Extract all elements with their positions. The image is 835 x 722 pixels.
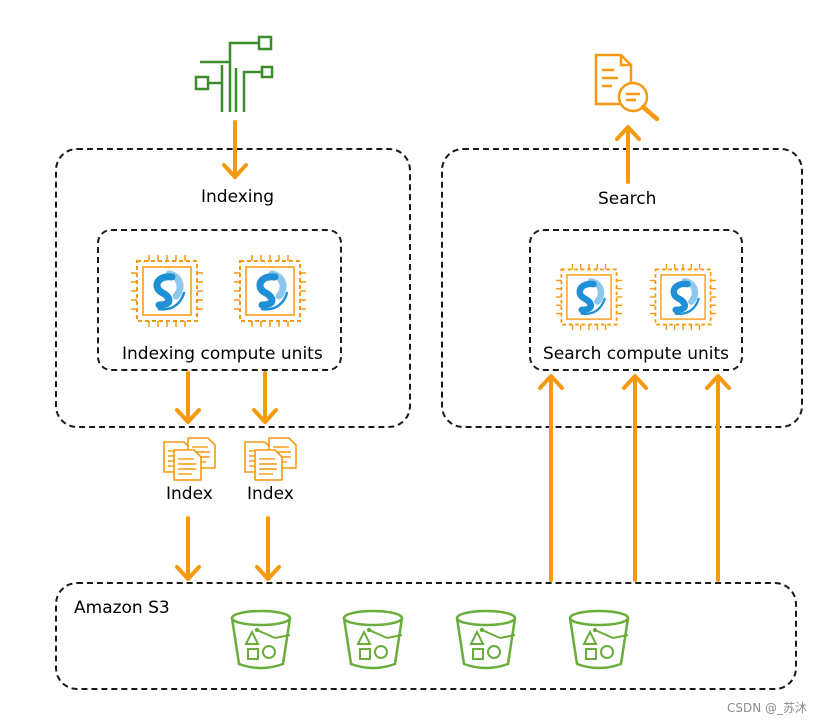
index-label-1: Index <box>166 484 213 504</box>
watermark: CSDN @_苏沐 <box>727 701 808 715</box>
search-compute-unit-2-icon <box>650 264 716 330</box>
s3-bucket-3-icon <box>455 609 517 670</box>
search-container <box>441 148 803 428</box>
search-result-icon <box>594 53 660 122</box>
index-label-2: Index <box>247 484 294 504</box>
amazon-s3-container <box>55 582 797 690</box>
index-to-s3-arrow-2 <box>255 516 281 581</box>
search-to-result-arrow <box>615 125 641 184</box>
index-docs-2-icon <box>244 437 297 481</box>
s3-bucket-1-icon <box>230 609 292 670</box>
amazon-s3-label: Amazon S3 <box>74 598 170 618</box>
indexing-title: Indexing <box>201 187 275 207</box>
search-compute-units-label: Search compute units <box>543 344 730 364</box>
search-compute-unit-1-icon <box>556 264 622 330</box>
source-to-indexing-arrow <box>222 120 248 179</box>
indexing-compute-unit-2-icon <box>234 255 306 327</box>
index-to-s3-arrow-1 <box>175 516 201 581</box>
index-docs-1-icon <box>163 437 216 481</box>
s3-to-search-arrow-1 <box>538 374 564 582</box>
s3-bucket-4-icon <box>568 609 630 670</box>
search-compute-units-group <box>529 229 743 371</box>
s3-to-search-arrow-2 <box>622 374 648 582</box>
indexing-compute-units-group <box>97 229 342 371</box>
data-source-icon <box>194 35 274 112</box>
indexing-to-index-arrow-1 <box>175 371 201 424</box>
s3-bucket-2-icon <box>342 609 404 670</box>
s3-to-search-arrow-3 <box>705 374 731 582</box>
indexing-compute-unit-1-icon <box>131 255 203 327</box>
indexing-to-index-arrow-2 <box>252 371 278 424</box>
search-title: Search <box>598 189 657 209</box>
indexing-compute-units-label: Indexing compute units <box>122 344 323 364</box>
